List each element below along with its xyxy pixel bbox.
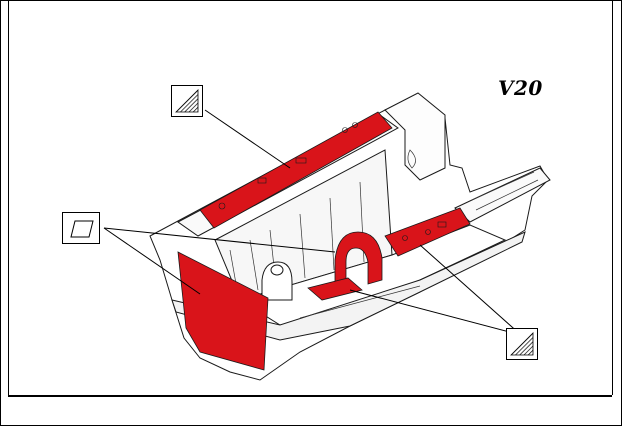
left-side-zone [177,251,269,371]
zone-detail-marks [218,122,447,241]
frame-right-rule [612,0,613,395]
cross-hatch-marking-icon [171,85,203,117]
frame-left-rule [8,0,9,395]
inner-pillar [261,261,293,301]
frame-bottom-rule [8,395,612,397]
right-floor-zone [384,207,471,257]
top-strip-zone [199,111,393,229]
floor-zone [307,277,363,301]
tray-detail-lines [229,149,539,319]
callout-lines [103,109,522,336]
panel-surface-icon [62,212,100,244]
diagram-code-label: V20 [498,76,543,100]
highlighted-zones [177,111,471,371]
cross-hatch-marking-icon-2 [506,328,538,360]
arch-zone [334,231,383,293]
